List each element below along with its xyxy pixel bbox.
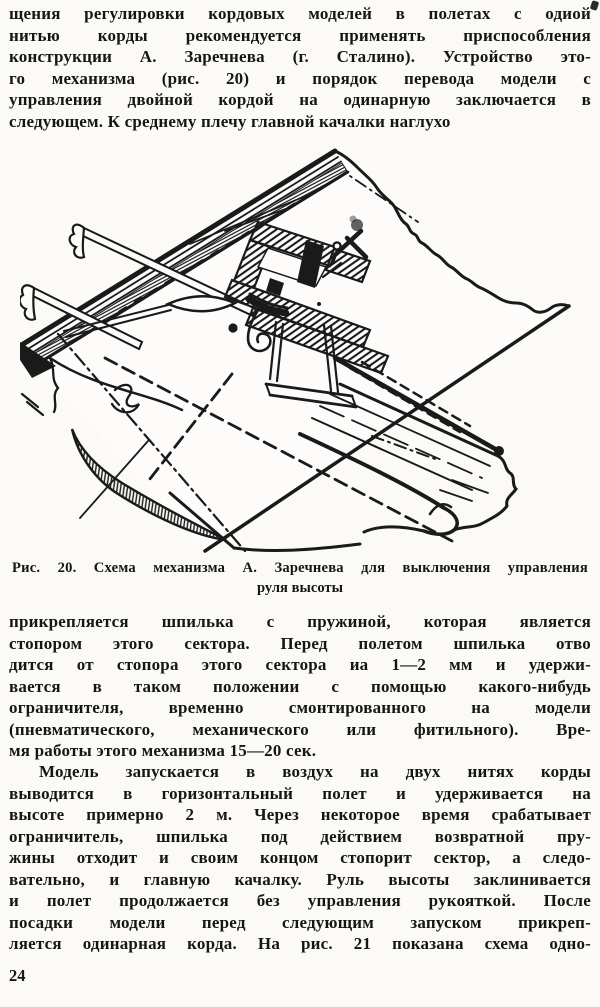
wing-ribs (20, 223, 258, 351)
text-line: следующем. К среднему плечу главной кача… (9, 111, 451, 131)
figure-20-drawing (20, 148, 571, 553)
text-line: вательно, и главную качалку. Руль высоты… (9, 869, 591, 889)
text-line: конструкции А. Заречнева (г. Сталино). У… (9, 47, 591, 66)
figure-20-caption: Рис. 20. Схема механизма А. Заречнева дл… (0, 559, 600, 598)
mechanism (63, 220, 390, 409)
text-line: вается в таком положении с помощью каког… (9, 676, 591, 696)
text-line: управления двойной кордой на одинарную з… (9, 90, 591, 109)
paragraph-bottom: Модель запускается в воздух на двух нитя… (9, 761, 591, 955)
text-line: прикрепляется шпилька с пружиной, котора… (9, 612, 591, 631)
text-line: щения регулировки кордовых моделей в пол… (9, 4, 591, 23)
text-line: стопором этого сектора. Перед полетом шп… (9, 633, 591, 653)
tail-board (298, 355, 518, 536)
text-line: ляется одинарная корда. На рис. 21 показ… (9, 934, 591, 953)
caption-line: руля высоты (256, 579, 343, 596)
text-line: выводится в горизонтальный полет и удерж… (9, 783, 591, 803)
text-line: высоте примерно 2 м. Через некоторое вре… (9, 805, 591, 824)
text-line: ограничителя, временно смонтированного н… (9, 698, 591, 717)
paragraph-mid: прикрепляется шпилька с пружиной, котора… (9, 611, 591, 762)
scan-speck (589, 0, 600, 11)
sheet-edges (203, 149, 571, 553)
text-line: посадки модели перед следующим запуском … (9, 912, 591, 932)
stop-pin (321, 215, 369, 279)
text-line: ограничитель, шпилька под действием возв… (9, 826, 591, 846)
text-line: (пневматического, механического или фити… (9, 719, 591, 739)
text-line: и полет продолжается без управления руко… (9, 891, 591, 910)
caption-line: Рис. 20. Схема механизма А. Заречнева дл… (12, 560, 588, 576)
text-line: го механизма (рис. 20) и порядок перевод… (9, 68, 591, 88)
page-number: 24 (9, 966, 26, 985)
text-line: нитью корды рекомендуется применять прис… (9, 25, 591, 45)
figure-20 (20, 146, 580, 558)
text-line: дится от стопора этого сектора иа 1—2 мм… (9, 655, 591, 674)
text-line: Модель запускается в воздух на двух нитя… (39, 762, 591, 781)
text-line: жины отходит и своим концом стопорит сек… (9, 848, 591, 867)
text-line: мя работы этого механизма 15—20 сек. (9, 741, 317, 760)
paragraph-top: щения регулировки кордовых моделей в пол… (9, 3, 591, 132)
